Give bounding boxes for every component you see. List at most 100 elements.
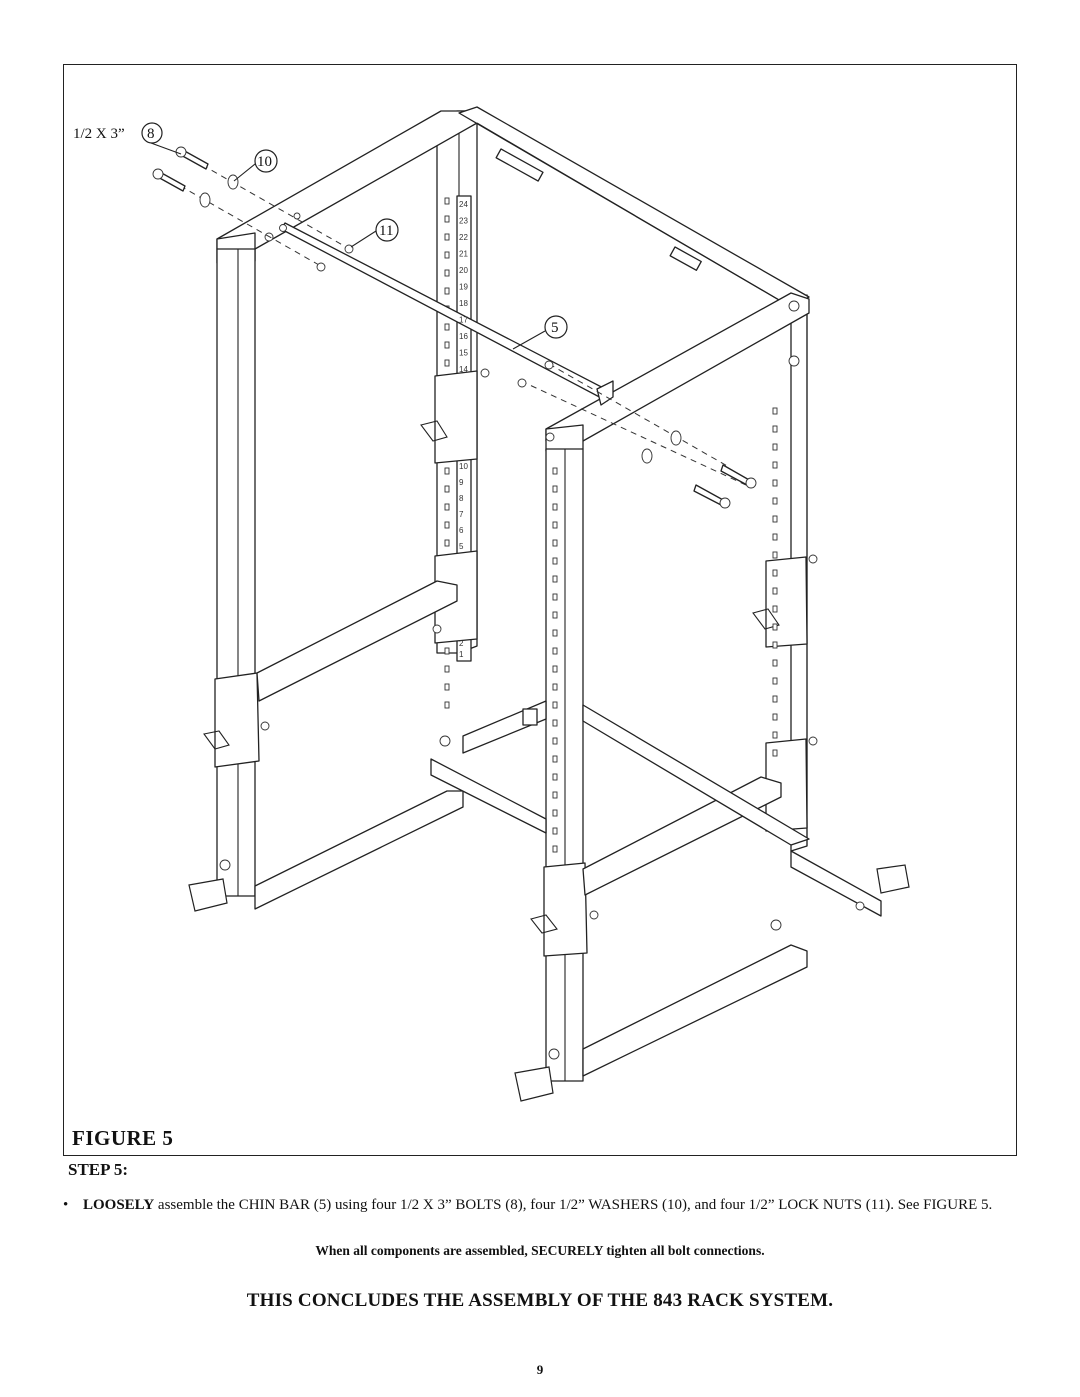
upright-number: 2 (459, 639, 464, 648)
rear-right-hooks (752, 407, 818, 832)
upright-hole (444, 233, 450, 241)
upright-hole (552, 755, 558, 763)
upright-number: 10 (459, 462, 468, 471)
upright-hole (772, 659, 778, 667)
part-10-callout: 10 (257, 154, 272, 170)
upright-number: 23 (459, 217, 468, 226)
front-left-upright (203, 248, 270, 897)
upright-hole (772, 731, 778, 739)
upright-hole (552, 791, 558, 799)
upright-hole (444, 215, 450, 223)
upright-hole (772, 479, 778, 487)
upright-number: 14 (459, 365, 468, 374)
upright-hole (552, 539, 558, 547)
upright-hole (552, 557, 558, 565)
foot-caps (188, 864, 910, 1102)
upright-hole (552, 521, 558, 529)
part-5-callout: 5 (551, 320, 559, 336)
front-right-upright (530, 448, 599, 1082)
callouts: 1/2 X 3” 8 10 11 5 (73, 122, 568, 350)
upright-number: 19 (459, 283, 468, 292)
upright-hole (772, 533, 778, 541)
upright-hole (552, 629, 558, 637)
upright-number: 5 (459, 542, 464, 551)
upright-hole (552, 647, 558, 655)
upright-hole (552, 845, 558, 853)
figure-label: FIGURE 5 (72, 1126, 174, 1150)
upright-hole (552, 683, 558, 691)
upright-hole (772, 713, 778, 721)
upright-hole (552, 593, 558, 601)
upright-hole (444, 485, 450, 493)
instruction-text: assemble the CHIN BAR (5) using four 1/2… (154, 1197, 993, 1213)
upright-hole (772, 569, 778, 577)
upright-hole (444, 521, 450, 529)
page-number: 9 (536, 1362, 544, 1377)
upright-hole (772, 461, 778, 469)
upright-hole (444, 269, 450, 277)
upright-hole (552, 611, 558, 619)
upright-hole (552, 485, 558, 493)
bullet: • (63, 1197, 69, 1213)
upright-hole (444, 683, 450, 691)
upright-hole (444, 467, 450, 475)
conclusion-heading: THIS CONCLUDES THE ASSEMBLY OF THE 843 R… (246, 1290, 834, 1311)
upright-hole (552, 503, 558, 511)
upright-hole (552, 827, 558, 835)
part-11-callout: 11 (379, 223, 393, 239)
upright-hole (444, 665, 450, 673)
upright-hole (772, 677, 778, 685)
upright-hole (772, 641, 778, 649)
upright-hole (772, 443, 778, 451)
upright-hole (552, 701, 558, 709)
rear-left-hooks (420, 368, 490, 747)
upright-hole (552, 665, 558, 673)
upright-number: 8 (459, 494, 464, 503)
upright-number: 24 (459, 200, 468, 209)
upright-hole (772, 623, 778, 631)
upright-hole (444, 539, 450, 547)
tighten-note: When all components are assembled, SECUR… (315, 1243, 765, 1258)
upright-hole (444, 341, 450, 349)
upright-hole (772, 695, 778, 703)
upright-hole (772, 515, 778, 523)
upright-hole (552, 773, 558, 781)
upright-hole (444, 503, 450, 511)
upright-number: 7 (459, 510, 464, 519)
upright-hole (444, 701, 450, 709)
upright-number: 1 (459, 650, 464, 659)
upright-number: 6 (459, 526, 464, 535)
part-8-callout: 8 (147, 126, 155, 142)
instruction-emphasis: LOOSELY (83, 1197, 155, 1213)
upright-number: 16 (459, 332, 468, 341)
upright-hole (772, 587, 778, 595)
upright-hole (772, 497, 778, 505)
upright-number: 18 (459, 299, 468, 308)
step-title: STEP 5: (68, 1160, 128, 1179)
upright-hole (444, 287, 450, 295)
upright-hole (552, 575, 558, 583)
upright-number: 17 (459, 316, 468, 325)
upright-hole (444, 251, 450, 259)
upright-hole (772, 407, 778, 415)
hardware-exploded-view (152, 146, 757, 509)
bolt-size-callout: 1/2 X 3” (73, 126, 125, 142)
upright-hole (444, 647, 450, 655)
upright-hole (444, 359, 450, 367)
upright-hole (552, 467, 558, 475)
upright-hole (552, 719, 558, 727)
upright-number: 21 (459, 250, 468, 259)
upright-hole (552, 809, 558, 817)
upright-hole (772, 425, 778, 433)
step-instruction: • LOOSELY assemble the CHIN BAR (5) using… (63, 1196, 1023, 1215)
upright-number: 9 (459, 478, 464, 487)
upright-hole (444, 197, 450, 205)
upright-hole (772, 749, 778, 757)
upright-hole (772, 551, 778, 559)
chin-bar (279, 222, 614, 406)
upright-hole (444, 323, 450, 331)
upright-hole (552, 737, 558, 745)
top-rails (216, 106, 810, 452)
